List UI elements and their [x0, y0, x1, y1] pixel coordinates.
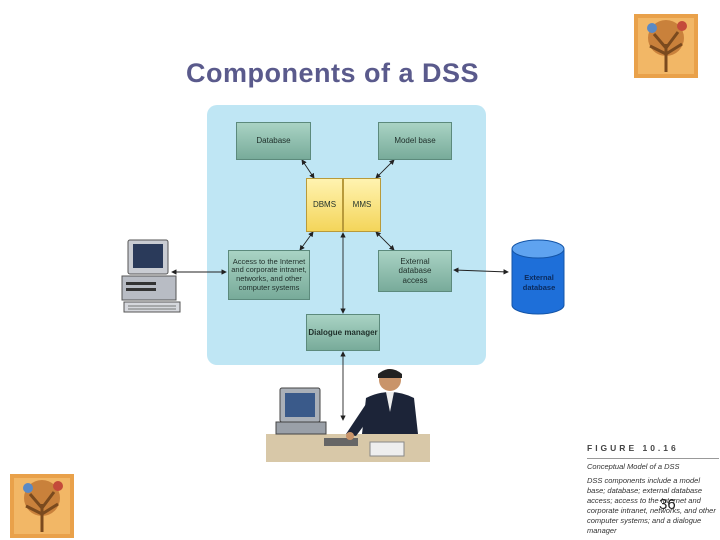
model-base-box: Model base — [378, 122, 452, 160]
database-cylinder-icon — [511, 239, 565, 315]
external-database-label: External database — [522, 273, 556, 292]
page-number: 36 — [659, 496, 676, 513]
internet-access-box: Access to the Internet and corporate int… — [228, 250, 310, 300]
tree-icon — [10, 474, 74, 538]
dialogue-manager-box: Dialogue manager — [306, 314, 380, 351]
page-title: Components of a DSS — [186, 58, 480, 88]
figure-caption: FIGURE 10.16 Conceptual Model of a DSS D… — [587, 443, 719, 536]
tree-logo-top — [634, 14, 698, 78]
database-box: Database — [236, 122, 311, 160]
external-database-access-box: External database access — [378, 250, 452, 292]
user-at-computer-icon — [266, 369, 430, 462]
figure-label: FIGURE 10.16 — [587, 443, 679, 453]
mms-box: MMS — [343, 178, 381, 232]
tree-logo-bottom — [10, 474, 74, 538]
computer-icon — [121, 239, 181, 313]
tree-icon — [634, 14, 698, 78]
dbms-box: DBMS — [306, 178, 343, 232]
figure-description: DSS components include a model base; dat… — [587, 475, 716, 536]
figure-subtitle: Conceptual Model of a DSS — [587, 458, 719, 472]
